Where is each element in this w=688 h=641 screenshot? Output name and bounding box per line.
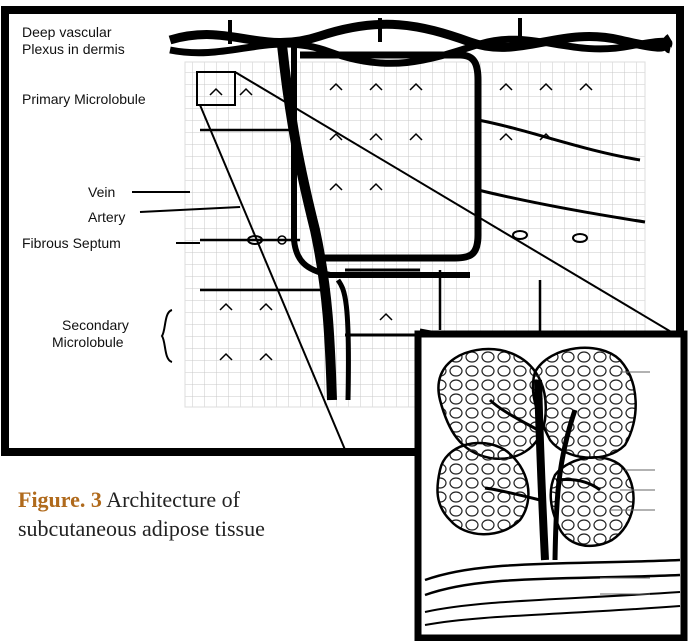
label-deep-vascular-line2: Plexus in dermis <box>22 41 125 58</box>
inset-panel <box>418 334 684 638</box>
figure-label: Figure. 3 <box>18 487 102 512</box>
label-artery: Artery <box>88 209 125 226</box>
label-secondary-line2: Microlobule <box>52 334 124 351</box>
label-deep-vascular-line1: Deep vascular <box>22 24 112 41</box>
label-secondary-line1: Secondary <box>62 317 129 334</box>
figure-caption: Figure. 3 Architecture of subcutaneous a… <box>18 485 348 543</box>
label-fibrous-septum: Fibrous Septum <box>22 235 121 252</box>
label-primary-microlobule: Primary Microlobule <box>22 91 146 108</box>
label-vein: Vein <box>88 184 115 201</box>
